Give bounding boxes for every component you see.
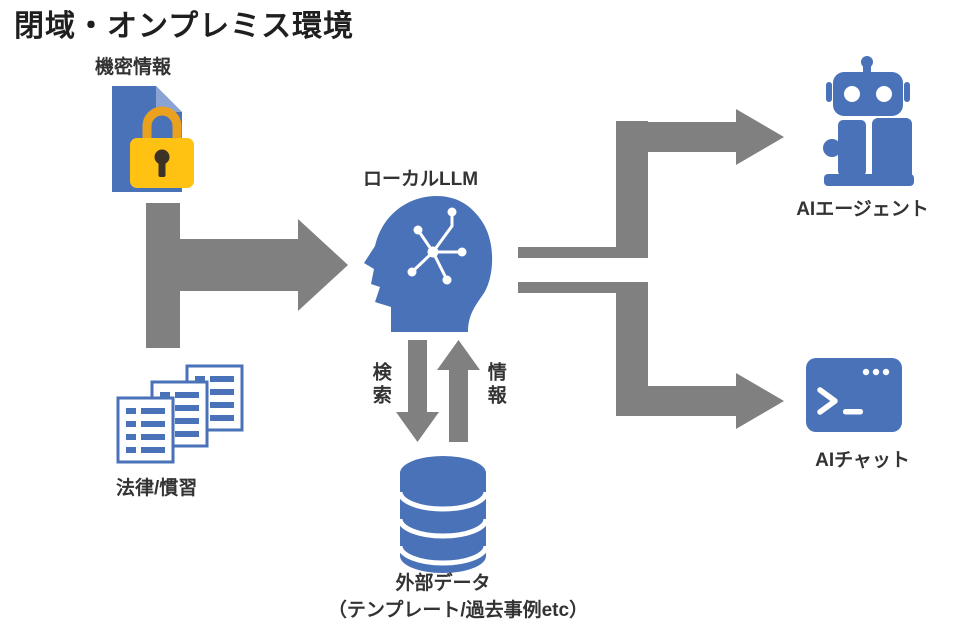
search-arrow: [396, 340, 439, 442]
info-arrow: [437, 340, 480, 442]
head-circuit-icon: [364, 196, 493, 332]
terminal-icon: [806, 358, 902, 432]
external-data-sublabel: （テンプレート/過去事例etc）: [327, 600, 589, 621]
agent-arrow: [616, 109, 784, 258]
external-data-label: 外部データ: [395, 573, 491, 594]
chat-label: AIチャット: [815, 450, 910, 471]
database-icon: [397, 456, 489, 573]
documents-icon: [116, 364, 244, 464]
laws-label: 法律/慣習: [116, 478, 198, 499]
confidential-label: 機密情報: [95, 57, 172, 78]
chat-arrow: [616, 282, 784, 429]
page-title: 閉域・オンプレミス環境: [14, 10, 355, 43]
merge-arrow: [146, 203, 348, 348]
document-lock-icon: [112, 86, 194, 192]
robot-icon: [823, 56, 914, 186]
info-edge-label: 情報: [484, 362, 506, 408]
agent-label: AIエージェント: [796, 199, 929, 220]
llm-output-lines: [518, 247, 648, 293]
llm-label: ローカルLLM: [363, 169, 479, 190]
search-edge-label: 検索: [369, 362, 391, 408]
